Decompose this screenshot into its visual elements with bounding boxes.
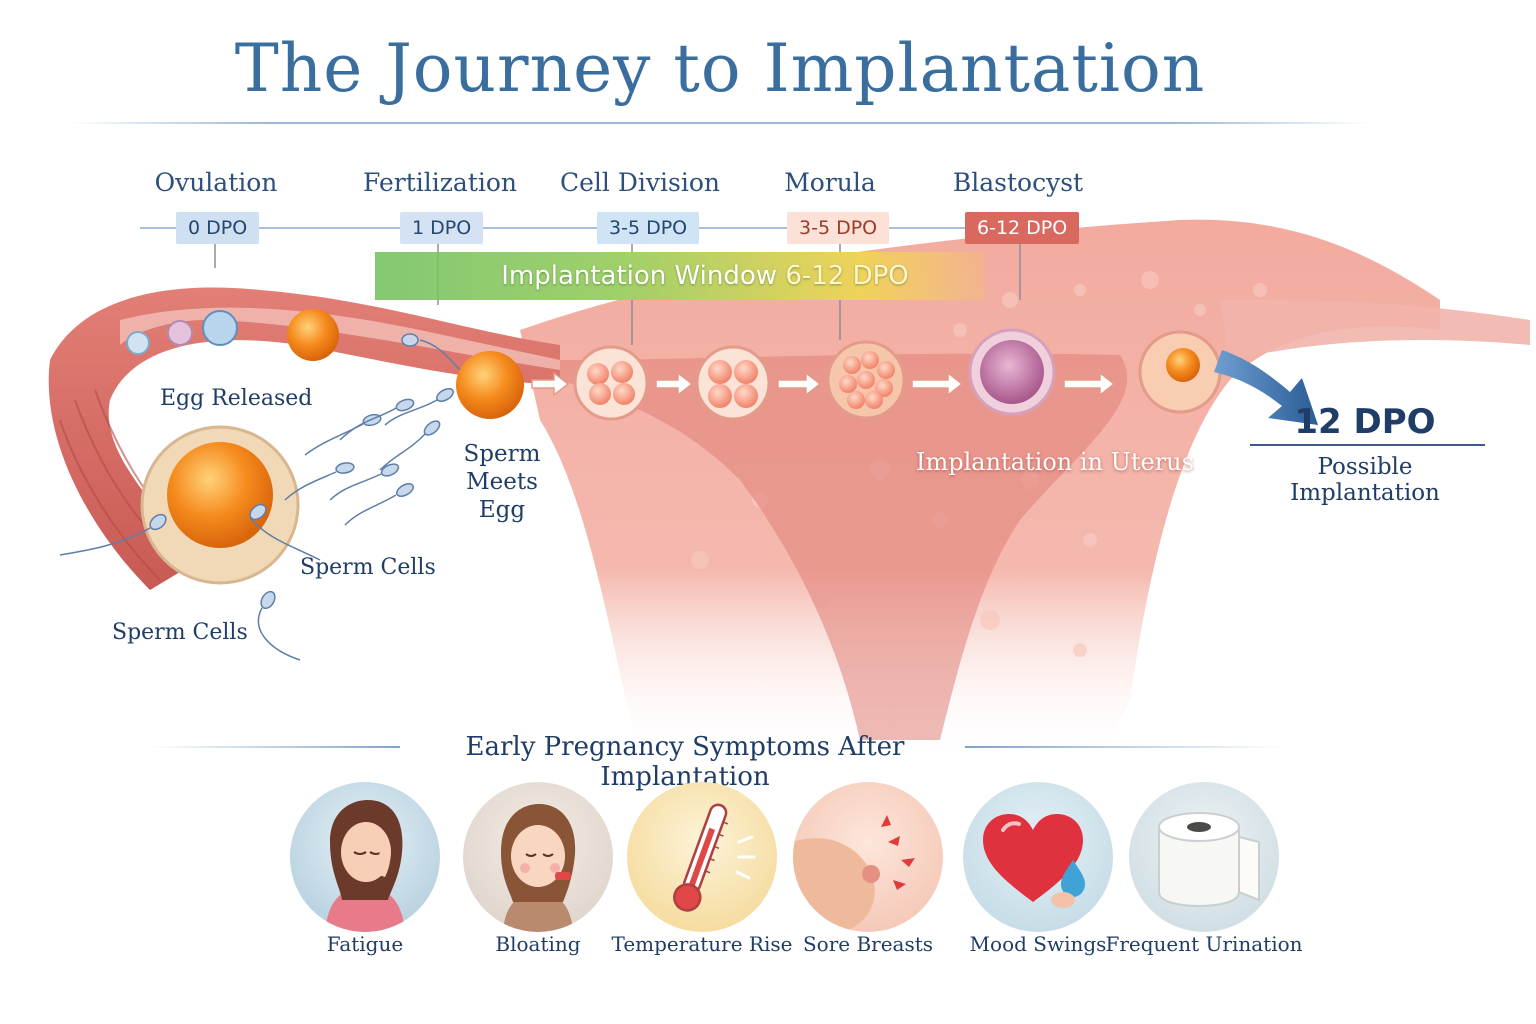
symptom-label-bloating: Bloating bbox=[495, 932, 581, 956]
embryo-stages bbox=[573, 328, 1222, 421]
stage-label-blastocyst: Blastocyst bbox=[952, 168, 1084, 197]
symptom-fatigue: Fatigue bbox=[285, 782, 445, 956]
result-divider bbox=[1250, 444, 1485, 446]
symptom-frequent-urination: Frequent Urination bbox=[1105, 782, 1303, 956]
sperm-cells-label-left: Sperm Cells bbox=[112, 620, 248, 645]
dpo-badge-blastocyst: 6-12 DPO bbox=[965, 212, 1080, 244]
dpo-badge-morula: 3-5 DPO bbox=[787, 212, 890, 244]
heart-tear-icon bbox=[983, 814, 1085, 908]
stage-label-fertilization: Fertilization bbox=[362, 168, 518, 197]
uterine-cavity bbox=[560, 353, 1128, 740]
sperm-meets-egg-line2: Meets Egg bbox=[466, 469, 538, 523]
implantation-in-uterus-label: Implantation in Uterus bbox=[916, 448, 1194, 476]
stage-label-morula: Morula bbox=[784, 168, 876, 197]
fertilized-egg bbox=[456, 351, 524, 419]
sore-breast-icon bbox=[793, 815, 915, 932]
implantation-window-range: 6-12 DPO bbox=[785, 261, 909, 291]
stage-label-cell-division: Cell Division bbox=[560, 168, 720, 197]
follicle-cells bbox=[126, 309, 339, 361]
symptom-label-temperature-rise: Temperature Rise bbox=[611, 932, 793, 956]
dpo-badge-ovulation: 0 DPO bbox=[176, 212, 260, 244]
bloated-girl-icon bbox=[501, 804, 576, 932]
tired-woman-icon bbox=[325, 800, 405, 932]
implantation-arrow bbox=[1214, 350, 1318, 425]
symptoms-heading: Early Pregnancy Symptoms After Implantat… bbox=[465, 732, 905, 792]
page-title: The Journey to Implantation bbox=[234, 30, 1206, 107]
symptom-label-mood-swings: Mood Swings bbox=[969, 932, 1107, 956]
result-dpo: 12 DPO bbox=[1294, 402, 1436, 442]
result-caption: Possible Implantation bbox=[1290, 454, 1440, 506]
symptom-sore-breasts: Sore Breasts bbox=[788, 782, 948, 956]
sperm-tails bbox=[59, 339, 461, 661]
symptom-bloating: Bloating bbox=[458, 782, 618, 956]
sperm-meets-egg-line1: Sperm bbox=[463, 441, 541, 467]
title-divider bbox=[70, 122, 1370, 124]
symptom-temperature-rise: Temperature Rise bbox=[612, 782, 792, 956]
left-fallopian-tube bbox=[48, 287, 560, 590]
released-egg bbox=[140, 425, 300, 585]
implantation-window-bar bbox=[375, 252, 985, 300]
reproductive-tract-illustration bbox=[48, 219, 1530, 761]
thermometer-icon bbox=[673, 803, 756, 912]
symptom-label-sore-breasts: Sore Breasts bbox=[802, 932, 934, 956]
egg-released-label: Egg Released bbox=[160, 386, 313, 411]
sperm-meets-egg-label: Sperm Meets Egg bbox=[442, 440, 562, 524]
implantation-window-label: Implantation Window 6-12 DPO bbox=[375, 252, 1035, 300]
symptoms-divider-left bbox=[150, 746, 400, 748]
sperm-cells bbox=[149, 333, 454, 610]
implantation-window-prefix: Implantation Window bbox=[501, 261, 786, 291]
dpo-badge-cell-division: 3-5 DPO bbox=[597, 212, 700, 244]
right-fallopian-tube bbox=[1220, 300, 1530, 360]
stage-label-ovulation: Ovulation bbox=[154, 168, 278, 197]
toilet-paper-icon bbox=[1158, 812, 1260, 908]
symptom-label-fatigue: Fatigue bbox=[326, 932, 404, 956]
symptoms-divider-right bbox=[965, 746, 1285, 748]
symptom-label-frequent-urination: Frequent Urination bbox=[1105, 932, 1303, 956]
dpo-badge-fertilization: 1 DPO bbox=[400, 212, 484, 244]
sperm-cells-label-right: Sperm Cells bbox=[300, 555, 436, 580]
stage-arrows bbox=[531, 371, 1116, 397]
symptom-mood-swings: Mood Swings bbox=[958, 782, 1118, 956]
